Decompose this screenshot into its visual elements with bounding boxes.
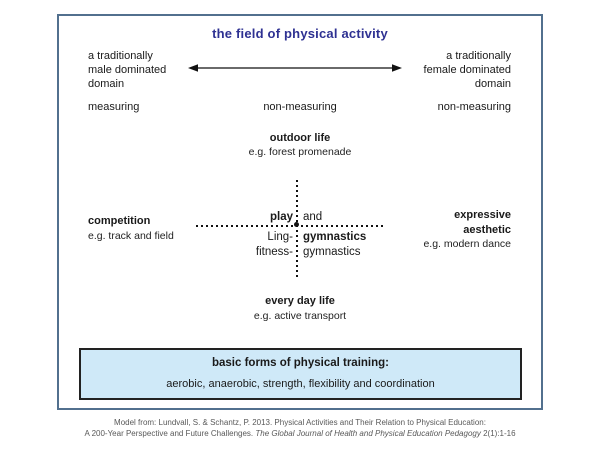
outdoor-life-example: e.g. forest promenade xyxy=(248,146,352,158)
every-day-life-label: every day life xyxy=(265,295,335,307)
expressive-aesthetic-example: e.g. modern dance xyxy=(423,238,511,250)
competition-example: e.g. track and field xyxy=(88,230,174,242)
expressive-aesthetic-label: expressive aesthetic xyxy=(454,209,511,236)
competition-label: competition xyxy=(88,215,151,227)
and-label: and xyxy=(303,211,323,223)
non-measuring-right-label: non-measuring xyxy=(437,101,511,113)
gymnastics-label: gymnastics xyxy=(303,246,361,258)
diagram-frame xyxy=(57,14,543,410)
basic-training-items: aerobic, anaerobic, strength, flexibilit… xyxy=(166,378,435,390)
fitness-label: fitness- xyxy=(255,246,293,258)
citation-line-1: Model from: Lundvall, S. & Schantz, P. 2… xyxy=(114,418,486,427)
vertical-dotted-axis xyxy=(296,180,298,279)
male-domain-label: a traditionally male dominated domain xyxy=(88,50,167,90)
double-arrow-icon xyxy=(188,61,402,79)
non-measuring-center-label: non-measuring xyxy=(263,101,337,113)
every-day-life-example: e.g. active transport xyxy=(253,310,347,322)
basic-training-box xyxy=(79,348,522,400)
ling-label: Ling- xyxy=(267,231,293,243)
citation-journal-name: The Global Journal of Health and Physica… xyxy=(255,429,481,438)
female-domain-label: a traditionally female dominated domain xyxy=(423,50,511,90)
axis-intersection-dot xyxy=(294,222,299,227)
outdoor-life-label: outdoor life xyxy=(269,132,331,144)
citation-line2-suffix: 2(1):1-16 xyxy=(480,429,516,438)
play-label: play xyxy=(269,211,293,223)
horizontal-dotted-axis xyxy=(196,225,386,227)
measuring-label: measuring xyxy=(88,101,140,113)
basic-training-title: basic forms of physical training: xyxy=(211,357,389,369)
citation-line-2: A 200-Year Perspective and Future Challe… xyxy=(0,428,600,439)
gymnastics-bold-label: gymnastics xyxy=(303,231,367,243)
citation-line2-prefix: A 200-Year Perspective and Future Challe… xyxy=(84,429,256,438)
diagram-title: the field of physical activity xyxy=(212,26,388,41)
